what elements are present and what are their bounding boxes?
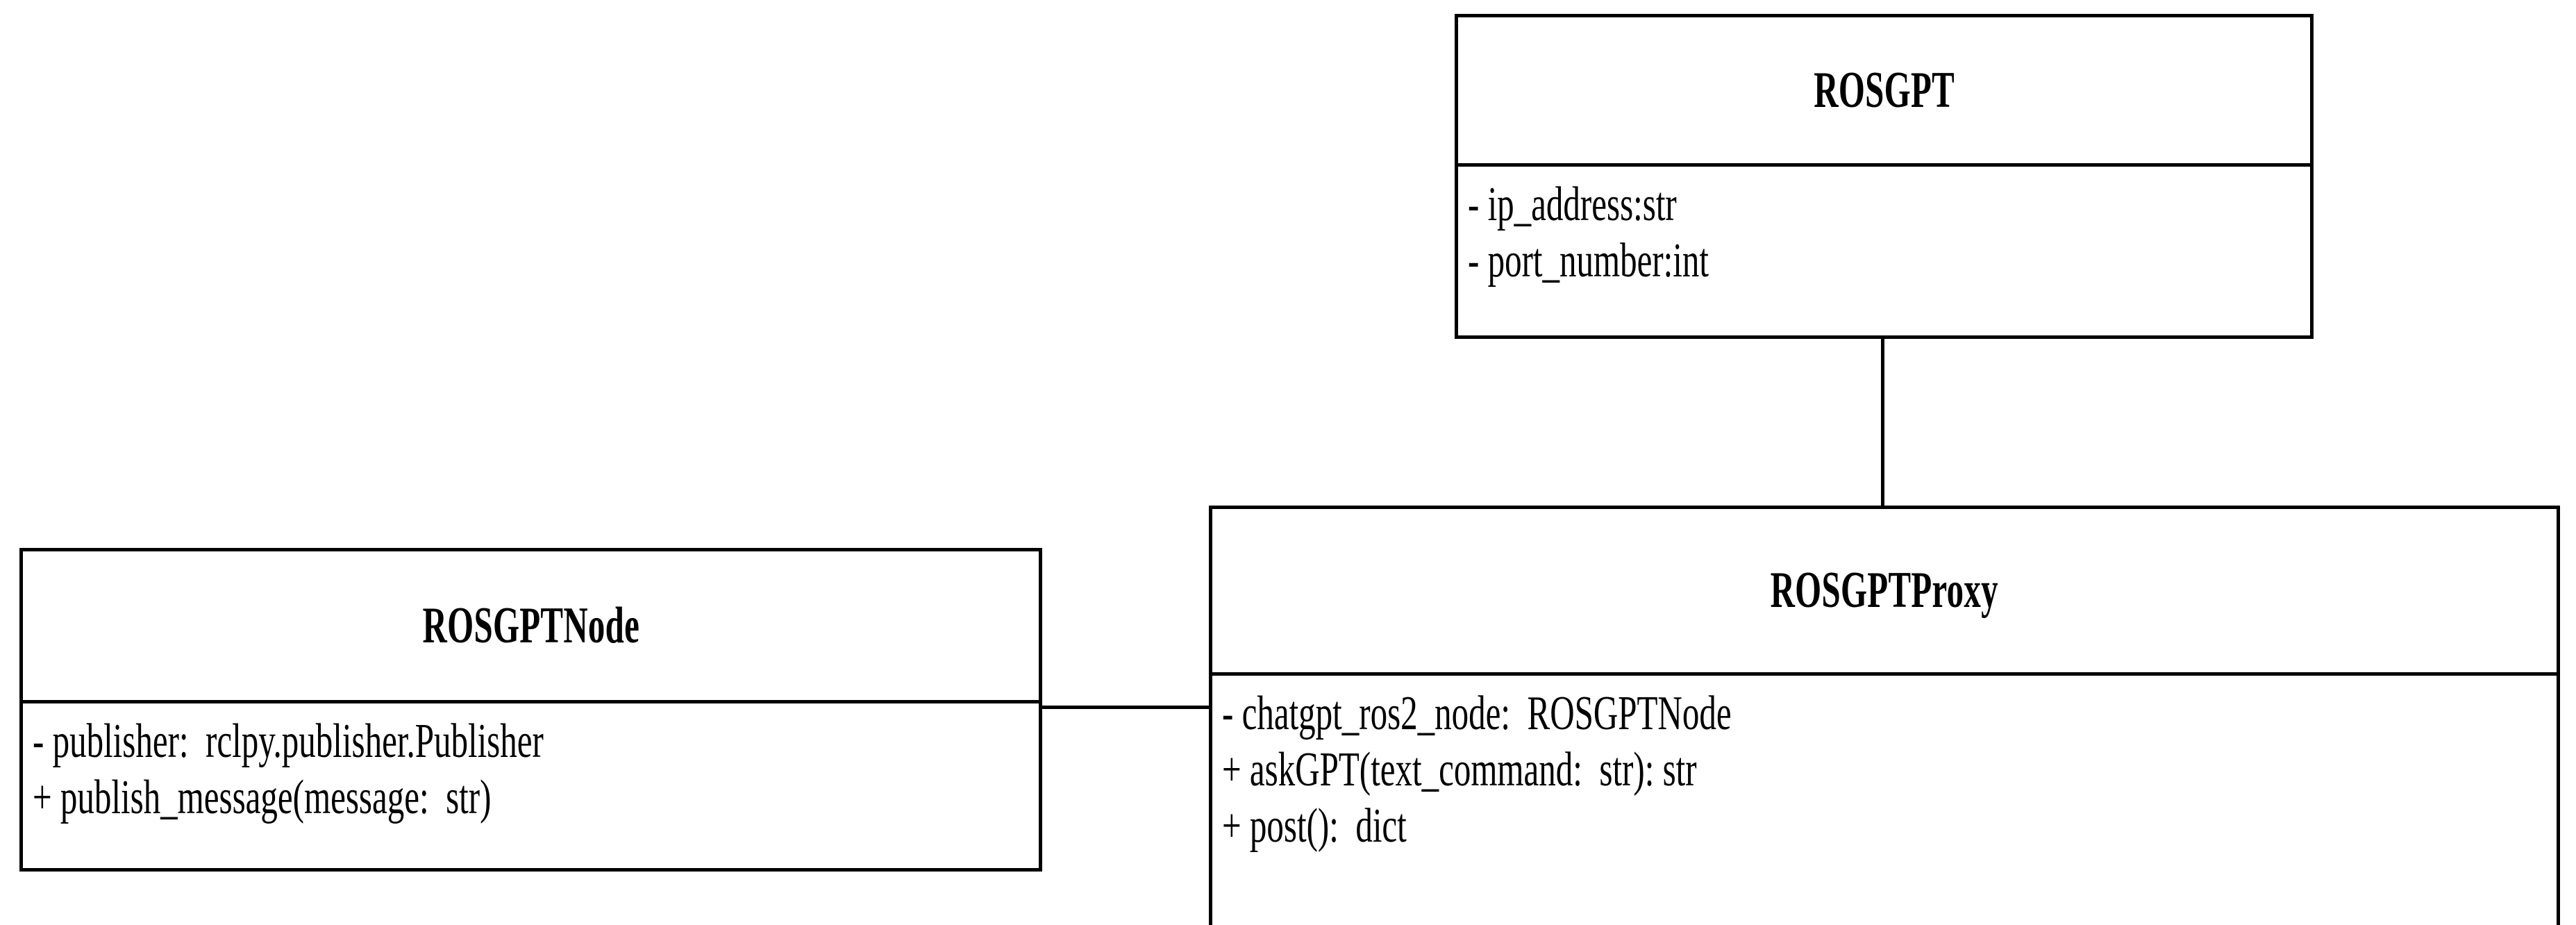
association-line-rosgptnode-to-rosgptproxy: [1040, 706, 1211, 709]
class-member: + post(): dict: [1222, 799, 1407, 853]
class-box-rosgptproxy[interactable]: ROSGPTProxy - chatgpt_ros2_node: ROSGPTN…: [1209, 506, 2560, 925]
class-name-rosgpt: ROSGPT: [1814, 61, 1955, 119]
class-title-row-rosgptproxy: ROSGPTProxy: [1212, 509, 2557, 676]
class-box-rosgptnode[interactable]: ROSGPTNode - publisher: rclpy.publisher.…: [19, 548, 1042, 872]
class-member: + publish_message(message: str): [33, 771, 492, 825]
class-member: - publisher: rclpy.publisher.Publisher: [33, 715, 544, 768]
class-members-rosgpt: - ip_address:str - port_number:int: [1458, 167, 2310, 335]
class-title-row-rosgptnode: ROSGPTNode: [23, 551, 1039, 703]
class-title-row-rosgpt: ROSGPT: [1458, 17, 2310, 167]
class-name-rosgptnode: ROSGPTNode: [422, 597, 639, 654]
class-name-rosgptproxy: ROSGPTProxy: [1770, 562, 1999, 619]
association-line-rosgpt-to-rosgptproxy: [1881, 337, 1884, 508]
class-members-rosgptproxy: - chatgpt_ros2_node: ROSGPTNode + askGPT…: [1212, 676, 2557, 925]
class-box-rosgpt[interactable]: ROSGPT - ip_address:str - port_number:in…: [1455, 14, 2314, 339]
class-member: + askGPT(text_command: str): str: [1222, 743, 1697, 797]
class-member: - ip_address:str: [1468, 178, 1677, 231]
class-members-rosgptnode: - publisher: rclpy.publisher.Publisher +…: [23, 703, 1039, 872]
class-member: - port_number:int: [1468, 234, 1709, 288]
class-member: - chatgpt_ros2_node: ROSGPTNode: [1222, 687, 1732, 740]
